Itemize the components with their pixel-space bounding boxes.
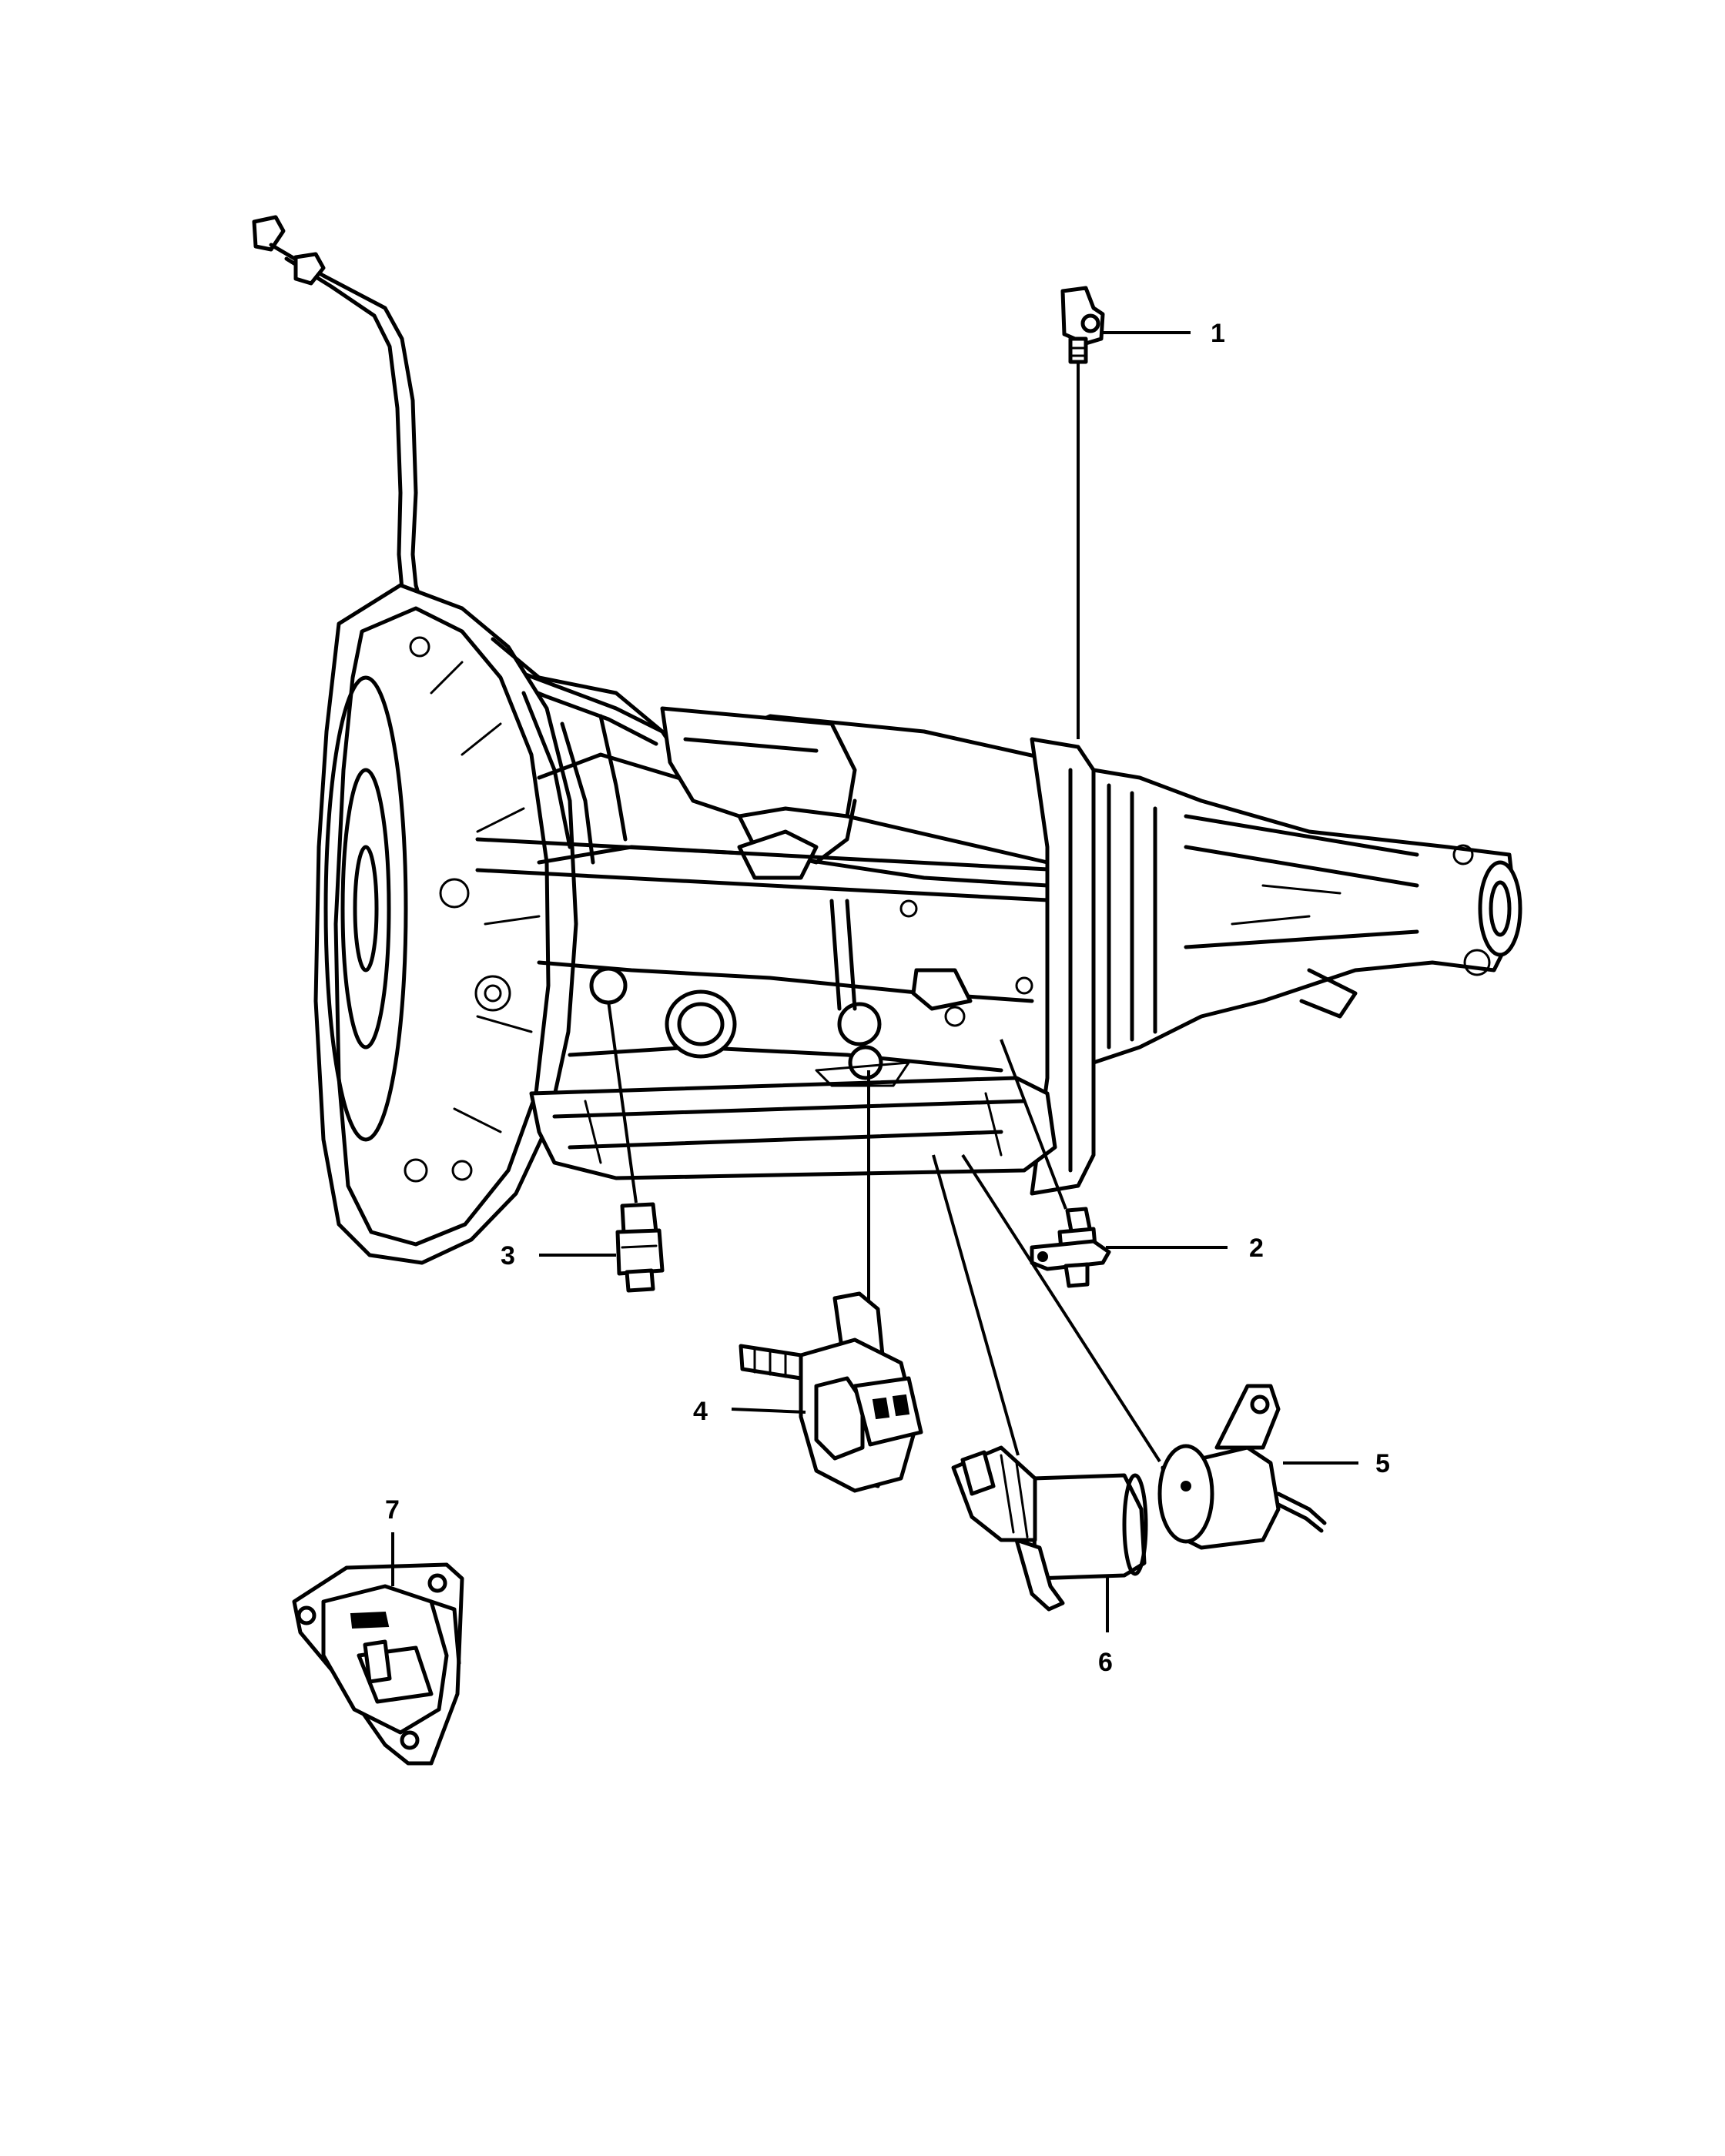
callout-labels: 1 2 3 4 5 6 7 <box>385 319 1390 1677</box>
callout-4: 4 <box>693 1397 708 1426</box>
part-5-round-sensor <box>961 1153 1358 1550</box>
part-3-plug-sensor <box>539 1000 665 1293</box>
part-4-solenoid-with-bracket <box>731 1070 923 1493</box>
callout-5: 5 <box>1375 1449 1390 1478</box>
part-6-cylindrical-solenoid <box>932 1154 1148 1632</box>
callout-3: 3 <box>501 1241 515 1270</box>
part-7-flanged-module <box>292 1532 464 1766</box>
callout-1: 1 <box>1211 319 1225 348</box>
callout-7: 7 <box>385 1495 400 1525</box>
part-2-sensor-with-flange <box>1000 1039 1228 1288</box>
callout-6: 6 <box>1098 1648 1113 1677</box>
part-1-speed-sensor <box>1060 286 1191 739</box>
transmission-assembly <box>313 583 1522 1265</box>
callout-2: 2 <box>1249 1234 1264 1263</box>
